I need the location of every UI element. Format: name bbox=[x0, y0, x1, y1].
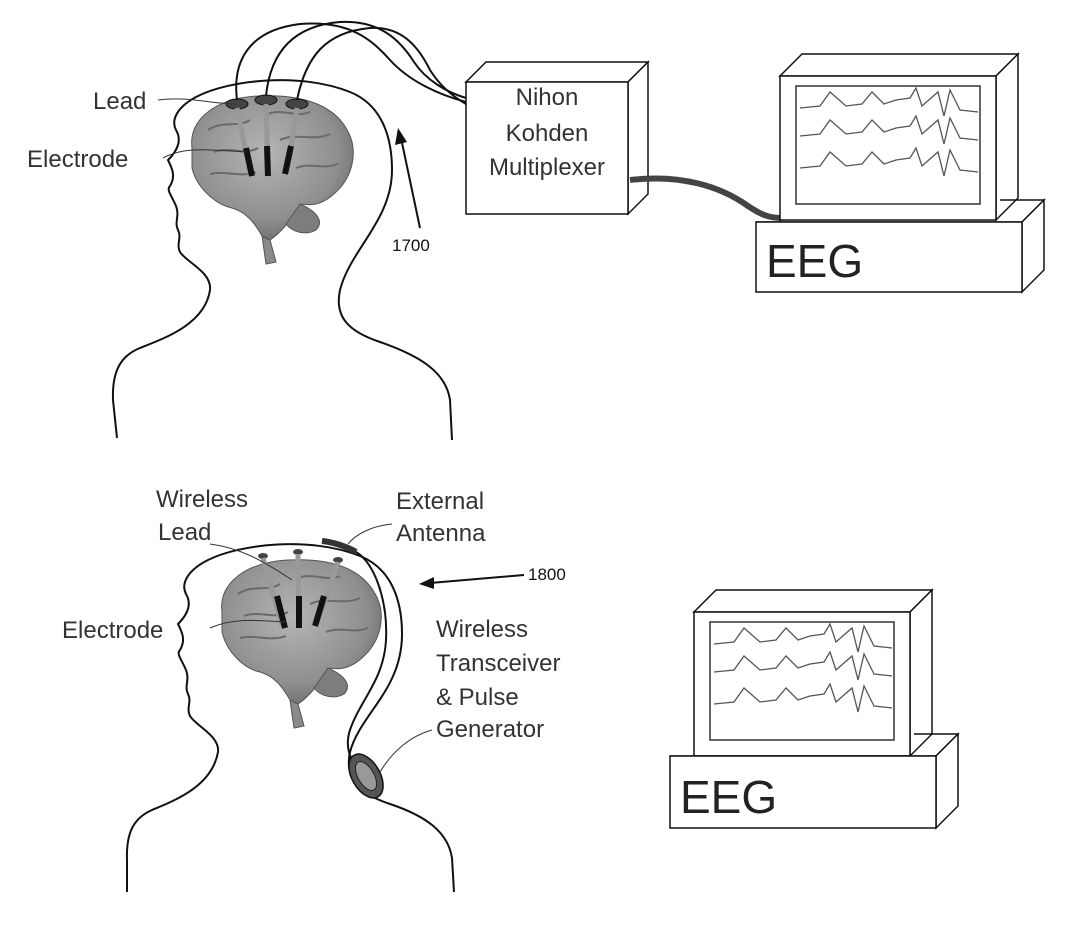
wireless-lead-leader bbox=[209, 543, 293, 581]
top-brain bbox=[191, 95, 354, 265]
wireless-lead-label-line2: Lead bbox=[158, 519, 212, 546]
wireless-lead-label-line1: Wireless bbox=[156, 486, 249, 513]
lead-leader-line bbox=[157, 98, 238, 105]
transceiver-label-line4: Generator bbox=[436, 716, 545, 743]
eeg-label-bottom: EEG bbox=[680, 771, 778, 823]
bottom-brain bbox=[221, 559, 382, 729]
transceiver-label-line2: Transceiver bbox=[436, 650, 561, 677]
transceiver-leader bbox=[379, 729, 433, 773]
eeg-label-top: EEG bbox=[766, 235, 864, 287]
top-electrodes bbox=[225, 94, 309, 177]
bottom-neck-wire bbox=[346, 551, 388, 761]
pulse-generator bbox=[348, 753, 384, 799]
bottom-eeg-monitor bbox=[669, 588, 960, 830]
top-eeg-cable bbox=[629, 175, 783, 221]
bottom-figure bbox=[125, 523, 960, 893]
ref-arrow-1700 bbox=[395, 128, 421, 229]
electrode-label-bottom: Electrode bbox=[62, 617, 164, 644]
top-figure bbox=[111, 20, 1046, 441]
electrode-leader-top bbox=[162, 149, 247, 159]
multiplexer-label-line1: Nihon bbox=[515, 84, 579, 111]
multiplexer-box bbox=[464, 60, 650, 216]
top-eeg-monitor bbox=[755, 52, 1046, 294]
bottom-electrodes bbox=[258, 549, 343, 629]
electrode-leader-bottom bbox=[209, 619, 287, 629]
multiplexer-label-line2: Kohden bbox=[505, 120, 589, 147]
top-lead-cables bbox=[235, 20, 467, 105]
ref-number-1700: 1700 bbox=[392, 236, 430, 255]
external-antenna-label-line1: External bbox=[396, 488, 485, 515]
electrode-label-top: Electrode bbox=[27, 146, 129, 173]
ref-number-1800: 1800 bbox=[528, 565, 566, 584]
external-antenna-leader bbox=[347, 523, 393, 545]
multiplexer-label-line3: Multiplexer bbox=[488, 154, 606, 181]
external-antenna bbox=[321, 538, 358, 555]
transceiver-label-line1: Wireless bbox=[436, 616, 529, 643]
external-antenna-label-line2: Antenna bbox=[396, 520, 486, 547]
lead-label: Lead bbox=[93, 88, 147, 115]
ref-arrow-1800 bbox=[419, 574, 525, 589]
top-head-outline bbox=[111, 79, 453, 441]
transceiver-label-line3: & Pulse bbox=[436, 684, 519, 711]
bottom-head-outline bbox=[125, 543, 455, 893]
